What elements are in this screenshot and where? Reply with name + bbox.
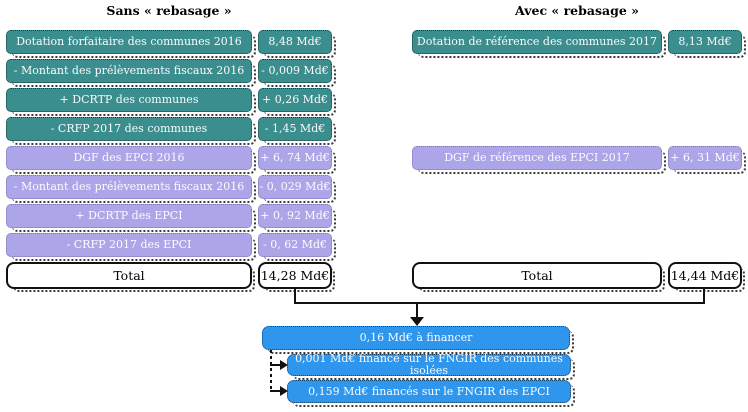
right-row-1-label: DGF de référence des EPCI 2017: [412, 146, 666, 174]
left-total-label: Total: [6, 262, 255, 292]
left-row-2-value: + 0,26 Md€: [258, 88, 336, 116]
bracket-horizontal-line: [294, 302, 705, 304]
left-column-title: Sans « rebasage »: [106, 3, 232, 18]
right-total-value: 14,44 Md€: [668, 262, 745, 292]
financing-trunk-line: [270, 350, 272, 392]
left-row-0-label: Dotation forfaitaire des communes 2016: [6, 30, 256, 58]
left-row-4-label: DGF des EPCI 2016: [6, 146, 256, 174]
left-row-7-value: - 0, 62 Md€: [258, 233, 336, 261]
left-row-6-value: + 0, 92 Md€: [258, 204, 336, 232]
right-row-0-value: 8,13 Md€: [668, 30, 746, 58]
left-row-1-label: - Montant des prélèvements fiscaux 2016: [6, 59, 256, 87]
left-row-2-label: + DCRTP des communes: [6, 88, 256, 116]
bracket-right-line: [703, 288, 705, 304]
left-row-3-label: - CRFP 2017 des communes: [6, 117, 256, 145]
right-column-title: Avec « rebasage »: [515, 3, 639, 18]
financing-item-0-box: 0,001 Md€ financé sur le FNGIR des commu…: [287, 353, 575, 380]
left-row-5-label: - Montant des prélèvements fiscaux 2016: [6, 175, 256, 203]
arrow-down-stem: [416, 304, 418, 318]
financing-branch-1: [270, 364, 282, 366]
financing-main-box: 0,16 Md€ à financer: [262, 326, 574, 354]
left-row-0-value: 8,48 Md€: [258, 30, 336, 58]
financing-item-1-box: 0,159 Md€ financés sur le FNGIR des EPCI: [287, 380, 575, 407]
right-total-label: Total: [412, 262, 665, 292]
arrow-right-icon-2: [280, 386, 288, 396]
left-total-value: 14,28 Md€: [258, 262, 335, 292]
left-row-5-value: - 0, 029 Md€: [258, 175, 336, 203]
right-row-1-value: + 6, 31 Md€: [668, 146, 746, 174]
arrow-down-icon: [410, 317, 424, 326]
left-row-1-value: - 0,009 Md€: [258, 59, 336, 87]
left-row-4-value: + 6, 74 Md€: [258, 146, 336, 174]
left-row-6-label: + DCRTP des EPCI: [6, 204, 256, 232]
bracket-left-line: [294, 288, 296, 304]
arrow-right-icon-1: [280, 360, 288, 370]
left-row-3-value: - 1,45 Md€: [258, 117, 336, 145]
left-row-7-label: - CRFP 2017 des EPCI: [6, 233, 256, 261]
financing-branch-2: [270, 390, 282, 392]
right-row-0-label: Dotation de référence des communes 2017: [412, 30, 666, 58]
